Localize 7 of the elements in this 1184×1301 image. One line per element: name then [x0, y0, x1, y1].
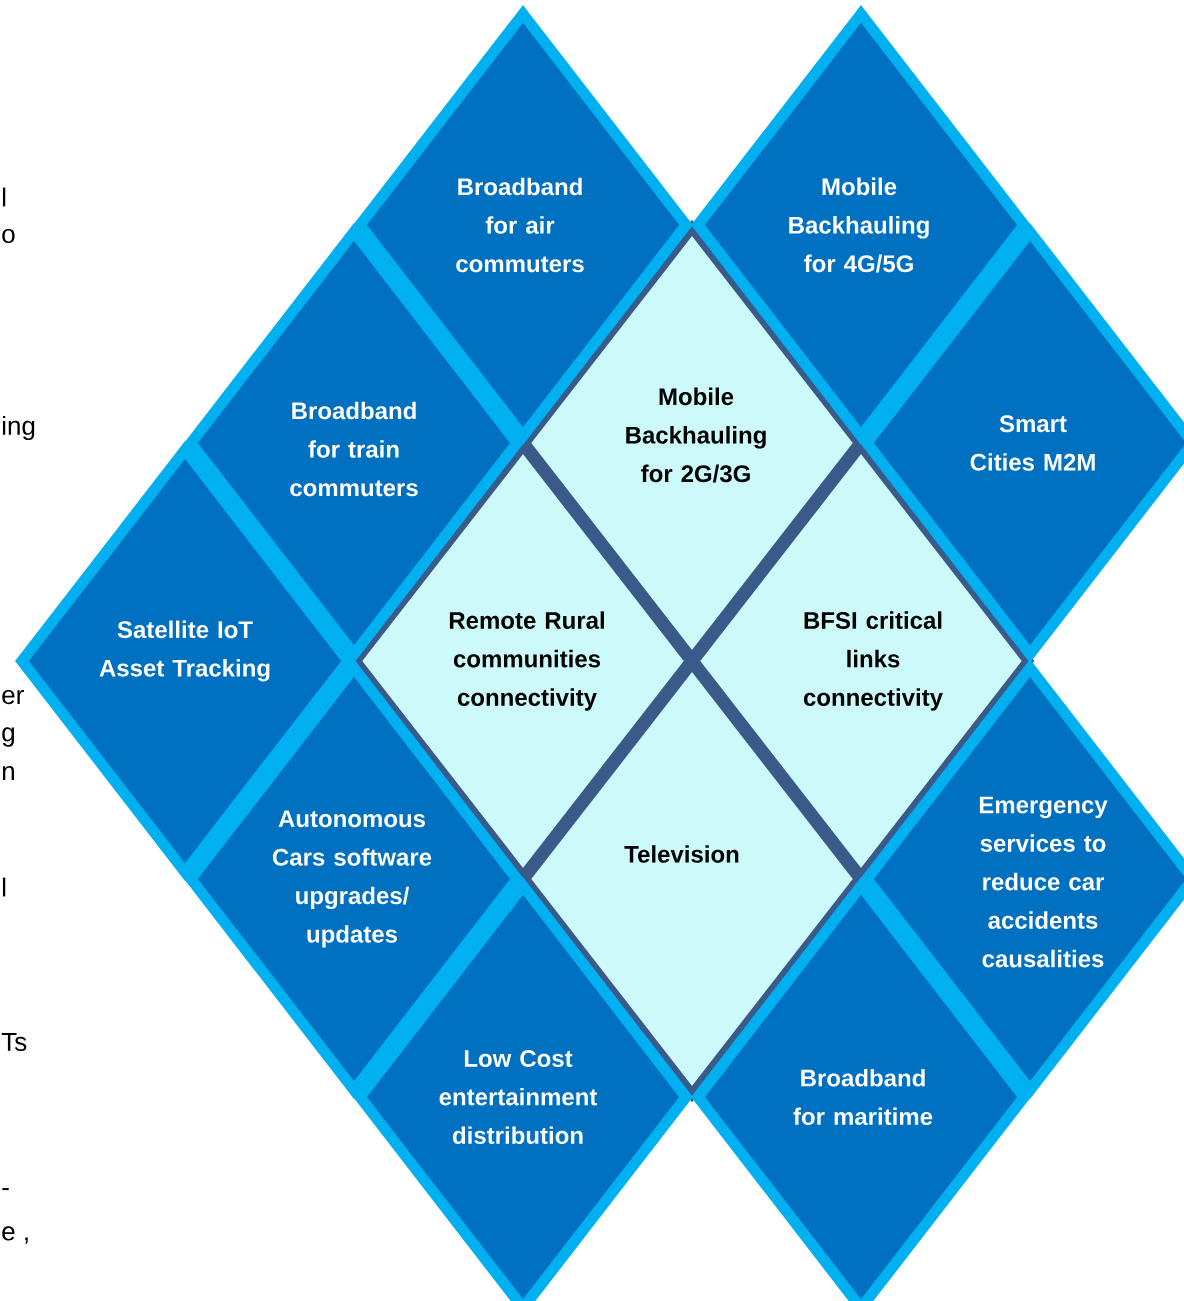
cut-off-text: l: [2, 187, 6, 207]
cut-off-text: l: [2, 877, 6, 897]
cut-off-text: Ts: [1, 1032, 27, 1052]
cut-off-text: e ,: [2, 1226, 28, 1244]
cut-off-text: o: [2, 228, 15, 244]
cut-off-text: -: [2, 1188, 9, 1191]
cut-off-text: ing: [2, 415, 35, 441]
